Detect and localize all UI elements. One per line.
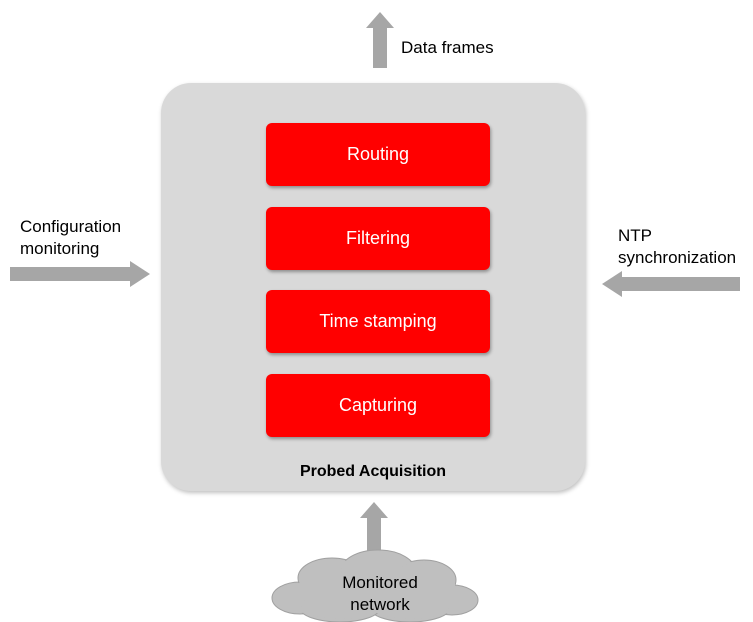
data-frames-label: Data frames <box>401 38 494 57</box>
configuration-arrow <box>10 261 150 287</box>
data-frames-arrow <box>366 12 394 68</box>
ntp-label-line1: NTP <box>618 226 652 245</box>
configuration-label-line1: Configuration <box>20 217 122 236</box>
routing-label: Routing <box>346 144 410 164</box>
monitored-network-label: Monitored network <box>300 572 460 616</box>
ntp-arrow <box>602 271 740 297</box>
ntp-label-line2: synchronization <box>618 248 737 267</box>
time-stamping-block: Time stamping <box>266 290 490 353</box>
time-stamping-label: Time stamping <box>319 311 437 331</box>
filtering-block: Filtering <box>266 207 490 270</box>
monitored-network-line1: Monitored <box>342 573 418 592</box>
monitored-network-arrow <box>360 502 388 558</box>
capturing-block: Capturing <box>266 374 490 437</box>
container-caption: Probed Acquisition <box>299 463 447 480</box>
filtering-label: Filtering <box>345 228 411 248</box>
routing-block: Routing <box>266 123 490 186</box>
monitored-network-line2: network <box>350 595 410 614</box>
capturing-label: Capturing <box>338 395 418 415</box>
configuration-label-line2: monitoring <box>20 239 100 258</box>
